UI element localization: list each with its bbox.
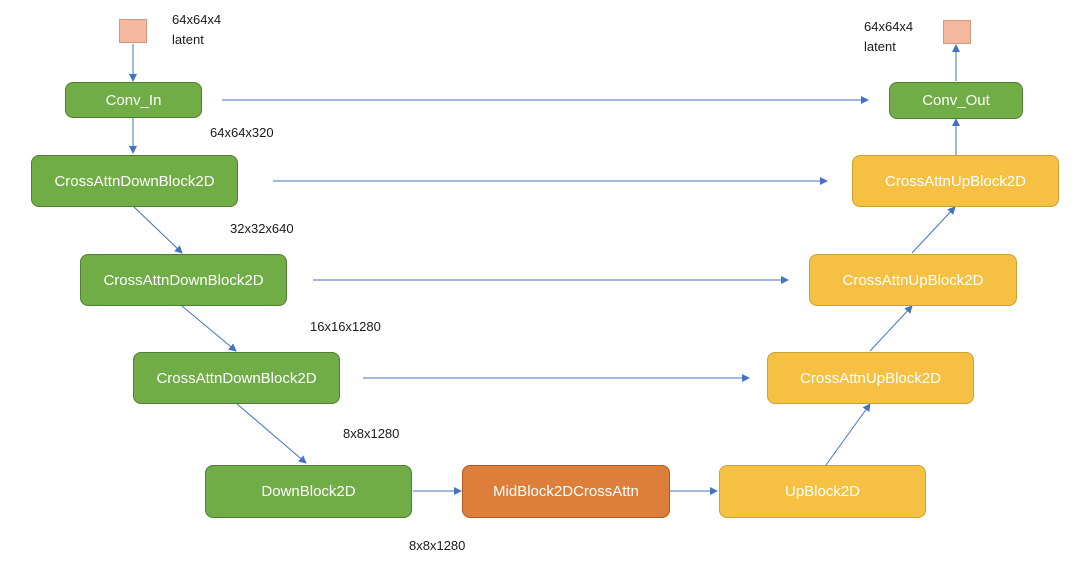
input-latent-name-label: latent (172, 32, 204, 47)
down-block-4: DownBlock2D (205, 465, 412, 518)
up-block-3: CrossAttnUpBlock2D (809, 254, 1017, 306)
down-block-2: CrossAttnDownBlock2D (80, 254, 287, 306)
down-block-3: CrossAttnDownBlock2D (133, 352, 340, 404)
conv-in-shape-label: 64x64x320 (210, 125, 274, 140)
arrow-down-3-to-down-4 (235, 402, 307, 464)
down-block-1-shape-label: 32x32x640 (230, 221, 294, 236)
input-latent-box (119, 19, 147, 43)
conv-in-block: Conv_In (65, 82, 202, 118)
up-block-4: CrossAttnUpBlock2D (852, 155, 1059, 207)
arrow-up-3-to-up-4 (911, 206, 956, 254)
arrow-up-1-to-up-2 (825, 403, 871, 466)
down-block-3-shape-label: 8x8x1280 (343, 426, 400, 441)
down-block-1: CrossAttnDownBlock2D (31, 155, 238, 207)
mid-block: MidBlock2DCrossAttn (462, 465, 670, 518)
down-block-2-shape-label: 16x16x1280 (310, 319, 381, 334)
up-block-1: UpBlock2D (719, 465, 926, 518)
arrow-up-2-to-up-3 (869, 305, 913, 352)
arrow-down-2-to-down-3 (181, 305, 237, 352)
output-latent-shape-label: 64x64x4 (864, 19, 914, 34)
conv-out-block: Conv_Out (889, 82, 1023, 119)
down-block-4-shape-label: 8x8x1280 (409, 538, 466, 553)
up-block-2: CrossAttnUpBlock2D (767, 352, 974, 404)
input-latent-shape-label: 64x64x4 (172, 12, 222, 27)
output-latent-box (943, 20, 971, 44)
arrow-down-1-to-down-2 (132, 205, 183, 254)
output-latent-name-label: latent (864, 39, 896, 54)
